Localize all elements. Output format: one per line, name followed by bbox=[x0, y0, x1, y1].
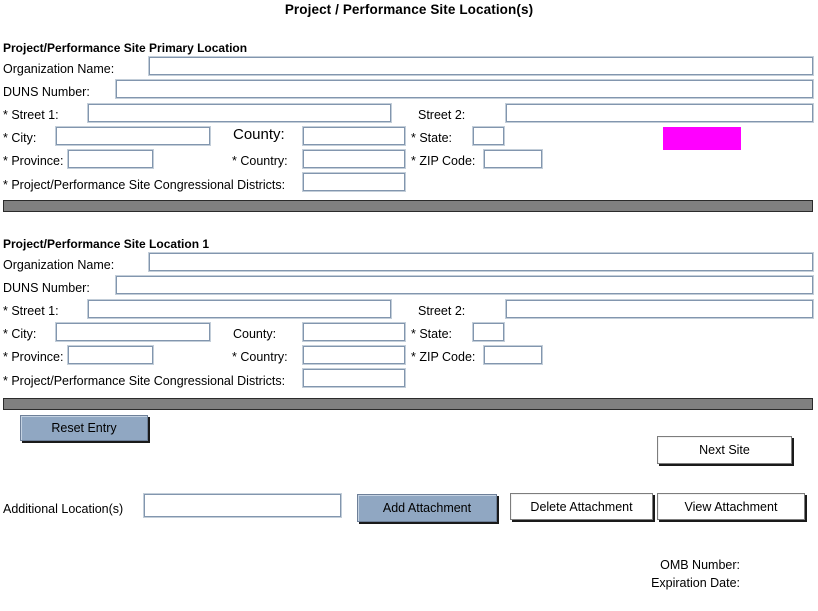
input-state-primary[interactable] bbox=[473, 127, 504, 145]
next-site-button-label: Next Site bbox=[699, 443, 750, 457]
input-zip-loc1[interactable] bbox=[484, 346, 542, 364]
input-additional-locations[interactable] bbox=[144, 494, 341, 517]
input-city-primary[interactable] bbox=[56, 127, 210, 145]
label-street1-loc1: * Street 1: bbox=[3, 304, 59, 318]
input-county-loc1[interactable] bbox=[303, 323, 405, 341]
label-province-primary: * Province: bbox=[3, 154, 64, 168]
label-organization-name-primary: Organization Name: bbox=[3, 62, 115, 76]
input-street1-loc1[interactable] bbox=[88, 300, 391, 318]
input-state-loc1[interactable] bbox=[473, 323, 504, 341]
add-attachment-button-label: Add Attachment bbox=[382, 501, 472, 515]
label-province-loc1: * Province: bbox=[3, 350, 64, 364]
input-city-loc1[interactable] bbox=[56, 323, 210, 341]
next-site-button[interactable]: Next Site bbox=[657, 436, 792, 464]
label-duns-number-loc1: DUNS Number: bbox=[3, 281, 90, 295]
label-city-loc1: * City: bbox=[3, 327, 37, 341]
input-street2-loc1[interactable] bbox=[506, 300, 813, 318]
section-heading-location-1: Project/Performance Site Location 1 bbox=[3, 237, 210, 251]
input-street2-primary[interactable] bbox=[506, 104, 813, 122]
input-county-primary[interactable] bbox=[303, 127, 405, 145]
omb-number-label: OMB Number: bbox=[660, 558, 740, 572]
highlight-block-magenta bbox=[663, 127, 741, 150]
add-attachment-button[interactable]: Add Attachment bbox=[357, 494, 497, 522]
label-zip-loc1: * ZIP Code: bbox=[411, 350, 476, 364]
input-zip-primary[interactable] bbox=[484, 150, 542, 168]
delete-attachment-button-label: Delete Attachment bbox=[530, 499, 633, 514]
section-divider-2 bbox=[3, 398, 813, 410]
input-congressional-districts-loc1[interactable] bbox=[303, 369, 405, 387]
label-street2-primary: Street 2: bbox=[418, 108, 466, 122]
label-street2-loc1: Street 2: bbox=[418, 304, 466, 318]
label-street1-primary: * Street 1: bbox=[3, 108, 59, 122]
input-congressional-districts-primary[interactable] bbox=[303, 173, 405, 191]
label-state-loc1: * State: bbox=[411, 327, 452, 341]
input-organization-name-primary[interactable] bbox=[149, 57, 813, 75]
label-city-primary: * City: bbox=[3, 131, 37, 145]
label-county-primary: County: bbox=[233, 126, 285, 143]
label-duns-number-primary: DUNS Number: bbox=[3, 85, 90, 99]
section-heading-primary: Project/Performance Site Primary Locatio… bbox=[3, 41, 248, 55]
label-county-loc1: County: bbox=[233, 327, 277, 341]
label-country-primary: * Country: bbox=[232, 154, 288, 168]
view-attachment-button-label: View Attachment bbox=[684, 499, 778, 514]
input-province-loc1[interactable] bbox=[68, 346, 153, 364]
label-additional-locations: Additional Location(s) bbox=[3, 502, 124, 516]
reset-entry-button-label: Reset Entry bbox=[51, 421, 117, 435]
input-province-primary[interactable] bbox=[68, 150, 153, 168]
input-country-primary[interactable] bbox=[303, 150, 405, 168]
reset-entry-button[interactable]: Reset Entry bbox=[20, 415, 148, 441]
input-duns-number-loc1[interactable] bbox=[116, 276, 813, 294]
label-state-primary: * State: bbox=[411, 131, 452, 145]
page-title: Project / Performance Site Location(s) bbox=[284, 2, 534, 17]
input-organization-name-loc1[interactable] bbox=[149, 253, 813, 271]
label-congressional-districts-primary: * Project/Performance Site Congressional… bbox=[3, 178, 286, 192]
expiration-date-label: Expiration Date: bbox=[651, 576, 740, 590]
input-duns-number-primary[interactable] bbox=[116, 80, 813, 98]
section-divider-1 bbox=[3, 200, 813, 212]
delete-attachment-button[interactable]: Delete Attachment bbox=[510, 493, 653, 520]
view-attachment-button[interactable]: View Attachment bbox=[657, 493, 805, 520]
label-congressional-districts-loc1: * Project/Performance Site Congressional… bbox=[3, 374, 286, 388]
input-country-loc1[interactable] bbox=[303, 346, 405, 364]
input-street1-primary[interactable] bbox=[88, 104, 391, 122]
label-zip-primary: * ZIP Code: bbox=[411, 154, 476, 168]
label-country-loc1: * Country: bbox=[232, 350, 288, 364]
label-organization-name-loc1: Organization Name: bbox=[3, 258, 115, 272]
